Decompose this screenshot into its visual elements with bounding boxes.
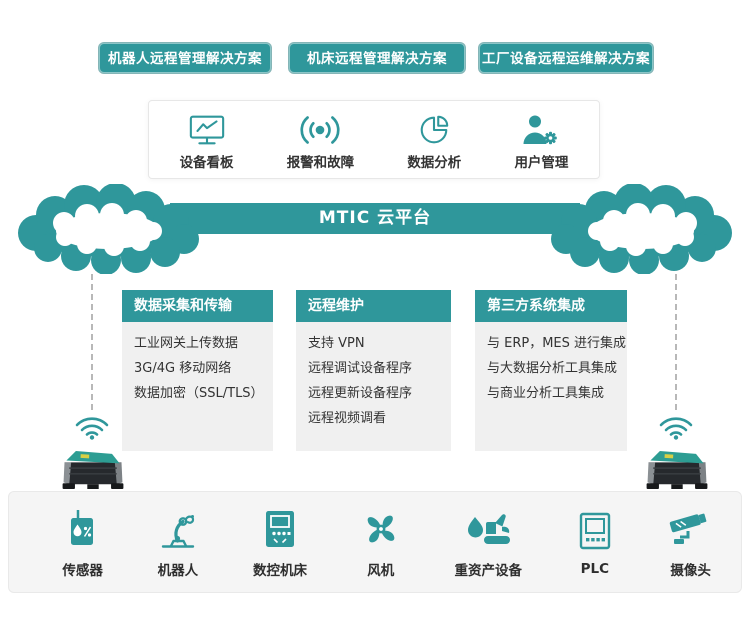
device-plc: PLC (577, 508, 613, 577)
cloud-right-icon (551, 184, 732, 274)
column-item: 支持 VPN (308, 336, 365, 351)
column-item: 远程视频调看 (308, 411, 387, 426)
device-robot: 机器人 (157, 506, 199, 579)
wifi-signal-icon (75, 417, 109, 440)
device-fan: 风机 (362, 506, 400, 579)
device-heavy-equipment: 重资产设备 (454, 506, 523, 579)
device-label: 风机 (367, 562, 395, 579)
device-strip: 传感器 机器人 (8, 491, 742, 593)
solution-button-robot[interactable]: 机器人远程管理解决方案 (99, 43, 271, 73)
column-title: 数据采集和传输 (122, 290, 273, 322)
feature-user-management: 用户管理 (514, 109, 568, 171)
device-label: 传感器 (62, 562, 103, 579)
feature-label: 设备看板 (179, 154, 234, 171)
device-label: 重资产设备 (454, 562, 523, 579)
column-remote-maintenance: 远程维护 支持 VPN 远程调试设备程序 远程更新设备程序 远程视频调看 (296, 290, 451, 451)
column-body: 支持 VPN 远程调试设备程序 远程更新设备程序 远程视频调看 (296, 322, 451, 451)
dashed-connector-right (675, 274, 677, 410)
column-item: 工业网关上传数据 (134, 336, 239, 351)
device-label: 数控机床 (252, 562, 307, 579)
column-body: 与 ERP，MES 进行集成 与大数据分析工具集成 与商业分析工具集成 (475, 322, 627, 451)
device-label: 摄像头 (670, 562, 711, 579)
feature-device-dashboard: 设备看板 (180, 109, 234, 171)
fan-icon (362, 506, 400, 552)
device-camera: 摄像头 (668, 506, 714, 579)
camera-icon (668, 506, 714, 552)
feature-label: 数据分析 (407, 154, 462, 171)
column-item: 3G/4G 移动网络 (134, 361, 232, 376)
column-item: 与商业分析工具集成 (487, 386, 605, 401)
column-title: 第三方系统集成 (475, 290, 627, 322)
cloud-left-icon (18, 184, 199, 274)
robot-arm-icon (158, 506, 198, 552)
cloud-platform-bar: MTIC 云平台 (170, 203, 580, 234)
feature-label: 报警和故障 (286, 154, 355, 171)
column-item: 远程更新设备程序 (308, 386, 413, 401)
device-sensor: 传感器 (62, 506, 103, 579)
iot-gateway-device-right (645, 450, 709, 490)
wifi-signal-icon (659, 417, 693, 440)
wireless-signal-icon (297, 109, 343, 147)
device-label: 机器人 (157, 562, 199, 579)
column-data-collection: 数据采集和传输 工业网关上传数据 3G/4G 移动网络 数据加密（SSL/TLS… (122, 290, 273, 451)
column-title: 远程维护 (296, 290, 451, 322)
heavy-equipment-icon (464, 506, 512, 552)
device-label: PLC (580, 560, 609, 577)
platform-feature-card: 设备看板 报警和故障 (148, 100, 600, 179)
device-cnc-machine: 数控机床 (253, 506, 307, 579)
column-item: 与大数据分析工具集成 (487, 361, 618, 376)
column-item: 数据加密（SSL/TLS） (134, 386, 264, 401)
plc-icon (577, 508, 613, 554)
user-gear-icon (521, 109, 561, 147)
feature-label: 用户管理 (514, 154, 569, 171)
feature-data-analysis: 数据分析 (407, 109, 461, 171)
column-item: 与 ERP，MES 进行集成 (487, 336, 627, 351)
column-body: 工业网关上传数据 3G/4G 移动网络 数据加密（SSL/TLS） (122, 322, 273, 451)
sensor-icon (66, 506, 100, 552)
cnc-machine-icon (263, 506, 297, 552)
feature-alarm-fault: 报警和故障 (286, 109, 355, 171)
column-item: 远程调试设备程序 (308, 361, 413, 376)
solution-button-machine[interactable]: 机床远程管理解决方案 (289, 43, 465, 73)
column-third-party-integration: 第三方系统集成 与 ERP，MES 进行集成 与大数据分析工具集成 与商业分析工… (475, 290, 627, 451)
monitor-chart-icon (188, 109, 226, 147)
solution-button-factory[interactable]: 工厂设备远程运维解决方案 (479, 43, 653, 73)
iot-gateway-device-left (61, 450, 125, 490)
pie-chart-icon (416, 109, 452, 147)
dashed-connector-left (91, 274, 93, 410)
